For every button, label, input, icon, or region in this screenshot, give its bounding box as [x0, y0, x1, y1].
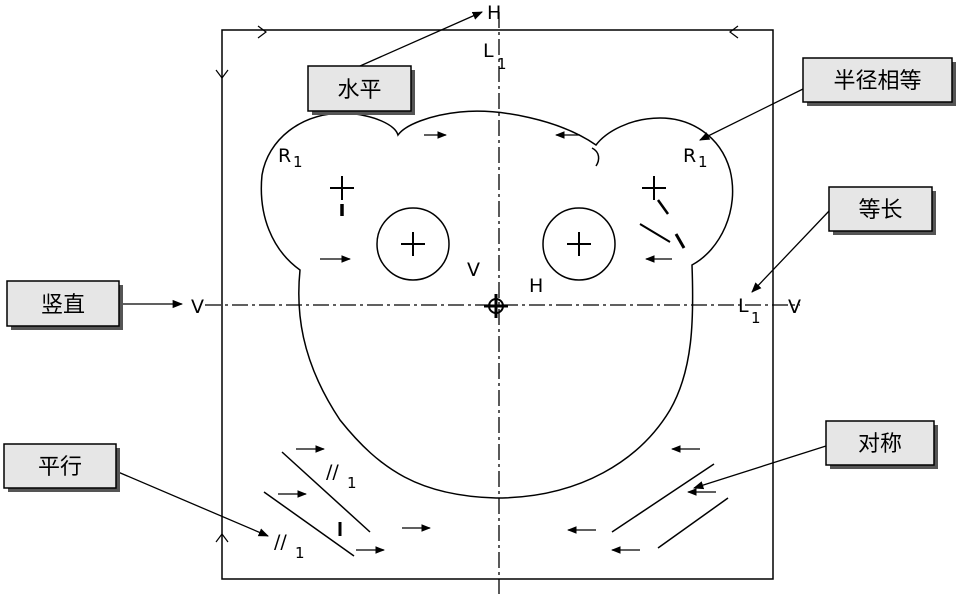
callout-equal-length-label: 等长	[858, 198, 902, 223]
length-symbol-right: L	[738, 295, 749, 317]
symmetric-lines-right	[611, 463, 729, 549]
leader-equal-radius	[699, 87, 806, 141]
direction-arrows	[278, 131, 716, 554]
length-index-right: 1	[751, 309, 761, 327]
callout-equal-radius-label: 半径相等	[833, 69, 921, 94]
callout-parallel: 平行	[3, 443, 120, 492]
leader-lines	[117, 11, 831, 537]
leader-horizontal	[359, 11, 483, 67]
left-ear-center-icon	[330, 176, 354, 216]
left-eye-circle	[376, 207, 450, 281]
callout-symmetric: 对称	[825, 420, 938, 469]
vertical-symbol-center: V	[467, 259, 480, 281]
right-eye-circle	[542, 207, 616, 281]
leader-symmetric	[693, 445, 827, 490]
vertical-symbol-right: V	[788, 296, 801, 318]
parallel-symbol-lower: //	[274, 531, 287, 553]
right-eye-center-icon	[567, 232, 591, 256]
frame-corner-marks	[215, 25, 739, 543]
parallel-index-upper: 1	[347, 474, 357, 492]
constraint-labels: H L 1 R 1 R 1 V H V V L 1 // 1 // 1	[191, 2, 801, 562]
parallel-symbol-upper: //	[326, 461, 339, 483]
right-ear-notch	[591, 147, 600, 167]
radius-symbol-left: R	[278, 145, 291, 167]
callout-equal-radius: 半径相等	[802, 57, 956, 106]
callout-horizontal-label: 水平	[337, 78, 381, 103]
callout-equal-length: 等长	[828, 186, 936, 235]
radius-index-left: 1	[293, 153, 303, 171]
horizontal-symbol-top: H	[487, 2, 501, 24]
origin-icon	[484, 294, 508, 318]
right-ear-center-icon	[639, 176, 686, 249]
parallel-index-lower: 1	[295, 544, 305, 562]
horizontal-symbol-center: H	[529, 275, 543, 297]
left-eye-center-icon	[401, 232, 425, 256]
leader-parallel	[117, 471, 269, 537]
length-index-top: 1	[497, 55, 507, 73]
vertical-symbol-left: V	[191, 296, 204, 318]
leader-equal-length	[751, 209, 831, 293]
callout-parallel-label: 平行	[38, 455, 82, 480]
callout-horizontal: 水平	[307, 65, 415, 115]
radius-index-right: 1	[698, 153, 708, 171]
callout-vertical-label: 竖直	[41, 293, 85, 318]
callout-vertical: 竖直	[6, 280, 123, 330]
callout-symmetric-label: 对称	[858, 432, 902, 457]
length-symbol-top: L	[483, 40, 494, 62]
radius-symbol-right: R	[683, 145, 696, 167]
parallel-lines-left	[263, 451, 371, 557]
